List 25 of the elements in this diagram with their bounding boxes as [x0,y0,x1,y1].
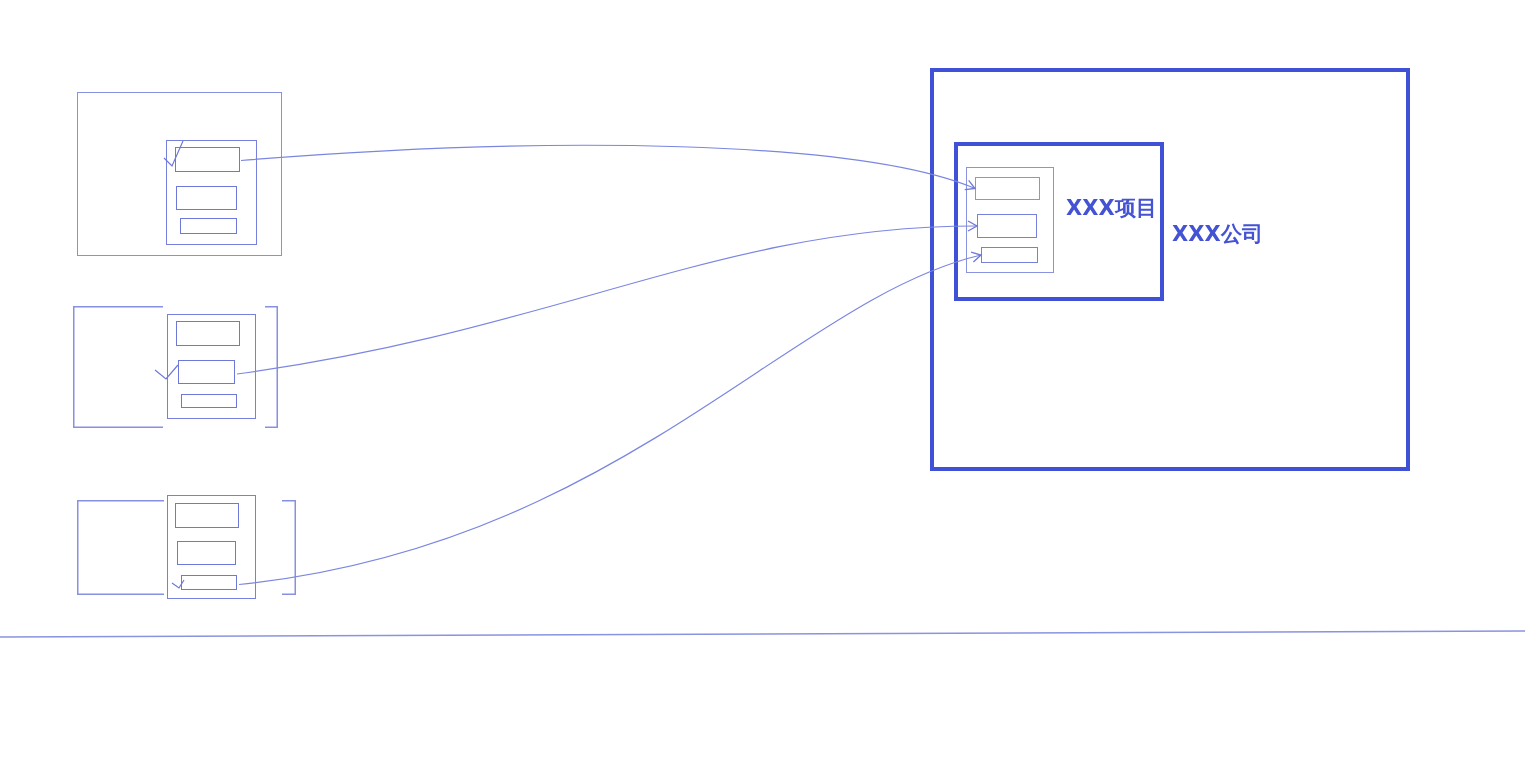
box-outline [176,321,240,346]
box-outline [980,246,1038,263]
box-outline [178,360,235,384]
box-outline [974,176,1040,200]
box-outline [175,147,240,172]
box-outline [976,213,1037,238]
box-outline [77,92,282,256]
box-outline [181,394,237,408]
company-box [930,68,1410,471]
box-outline [165,139,257,245]
box-outline [181,575,237,590]
company-name: XXX公司 [1172,221,1263,248]
arrow [240,144,976,191]
arrow [238,252,982,586]
arrow [236,220,978,375]
box-outline [166,313,256,419]
project-name: XXX项目 [1066,195,1157,222]
box-outline [177,541,236,565]
box-outline [176,186,237,210]
box-outline [180,218,237,234]
box-outline [966,167,1054,273]
project-box [954,142,1164,301]
box-outline [166,494,256,599]
box-outline [175,503,239,528]
bracket-frame [73,306,278,428]
